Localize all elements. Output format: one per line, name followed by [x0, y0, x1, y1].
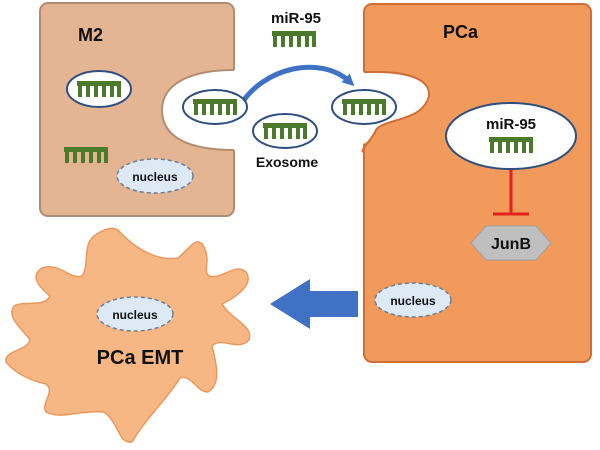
block-arrow-left-icon	[270, 279, 358, 329]
m2-label: M2	[78, 25, 103, 45]
emt-nucleus-label: nucleus	[112, 308, 158, 322]
exosome-vesicle-right	[331, 89, 397, 125]
pca-nucleus-label: nucleus	[390, 294, 436, 308]
m2-vesicle	[66, 70, 132, 108]
exosome-vesicle-center	[252, 113, 318, 149]
exosome-label: Exosome	[256, 154, 318, 170]
junb-label: JunB	[491, 236, 531, 253]
emt-nucleus	[96, 296, 174, 332]
t-bar-inhibition-icon	[493, 170, 529, 216]
pca-label: PCa	[443, 22, 479, 42]
pca-nucleus	[374, 282, 452, 318]
mirna-comb-icon	[272, 31, 316, 47]
pca-mir95-vesicle	[445, 102, 577, 170]
pca-emt-cell	[5, 227, 251, 443]
m2-nucleus	[116, 158, 194, 194]
mir95-pca-label: miR-95	[486, 116, 536, 133]
exosome-bubble-outline	[160, 69, 235, 151]
mir95-top-label: miR-95	[271, 10, 321, 27]
junb-hexagon	[470, 225, 552, 261]
pca-emt-label: PCa EMT	[97, 347, 184, 369]
exosome-vesicle-left	[182, 89, 248, 125]
curved-arrow-icon	[237, 64, 355, 108]
exosome-bubble-outline-right	[361, 71, 430, 153]
m2-nucleus-label: nucleus	[132, 170, 178, 184]
